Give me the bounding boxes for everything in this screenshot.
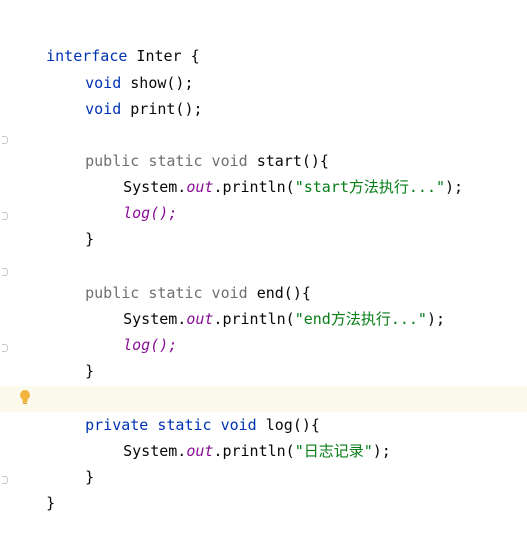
code-line-current[interactable]: private static void log(){ [0,386,527,434]
code-token: } [85,362,95,380]
code-token: start(){ [247,152,329,170]
code-line[interactable]: } [10,332,527,380]
code-token: Inter { [127,47,200,65]
keyword-token: public static void [85,152,248,170]
fold-marker-icon[interactable] [2,344,8,352]
code-token: System. [123,442,187,460]
editor-gutter[interactable] [0,0,10,485]
code-token: } [85,230,95,248]
code-editor[interactable]: interface Inter { void show(); void prin… [0,0,527,512]
string-literal: "日志记录" [294,442,373,460]
method-call-token: log(); [123,336,178,354]
code-line[interactable]: interface Inter { [10,17,527,65]
static-field-token: out [186,178,214,196]
code-line[interactable]: void print(); [10,70,527,118]
fold-marker-icon[interactable] [2,268,8,276]
string-literal: "start方法执行..." [294,178,446,196]
code-token: System. [123,310,187,328]
code-token: print(); [121,100,203,118]
code-token: System. [123,178,187,196]
code-line[interactable]: System.out.println("日志记录"); [10,412,527,460]
code-token: } [46,494,56,512]
keyword-token: public static void [85,284,248,302]
code-token: } [85,468,95,486]
code-line[interactable]: System.out.println("end方法执行..."); [10,280,527,328]
code-token: ); [445,178,464,196]
fold-marker-icon[interactable] [2,136,8,144]
code-line[interactable]: public static void start(){ [10,122,527,170]
code-token: .println( [213,178,295,196]
code-line[interactable]: log(); [10,306,527,354]
code-token: .println( [213,310,295,328]
fold-marker-icon[interactable] [2,212,8,220]
code-line[interactable]: log(); [10,174,527,222]
lightbulb-icon[interactable] [19,389,31,405]
code-line[interactable]: } [10,438,527,486]
static-field-token: out [186,442,214,460]
code-token: .println( [213,442,295,460]
keyword-token: private static void [85,416,257,434]
code-line[interactable]: void show(); [10,44,527,92]
code-line[interactable]: public static void end(){ [10,254,527,302]
code-token: ); [426,310,446,328]
code-token: end(){ [247,284,311,302]
code-line[interactable]: } [10,200,527,248]
keyword-token: void [85,100,122,118]
code-token: log(){ [256,416,320,434]
keyword-token: interface [46,47,128,65]
method-call-token: log(); [123,204,178,222]
fold-marker-icon[interactable] [2,476,8,484]
keyword-token: void [85,74,122,92]
code-line[interactable]: } [10,464,527,512]
code-token: ); [372,442,391,460]
string-literal: "end方法执行..." [294,310,427,328]
static-field-token: out [186,310,214,328]
code-line[interactable]: System.out.println("start方法执行..."); [10,148,527,196]
code-token: show(); [121,74,194,92]
